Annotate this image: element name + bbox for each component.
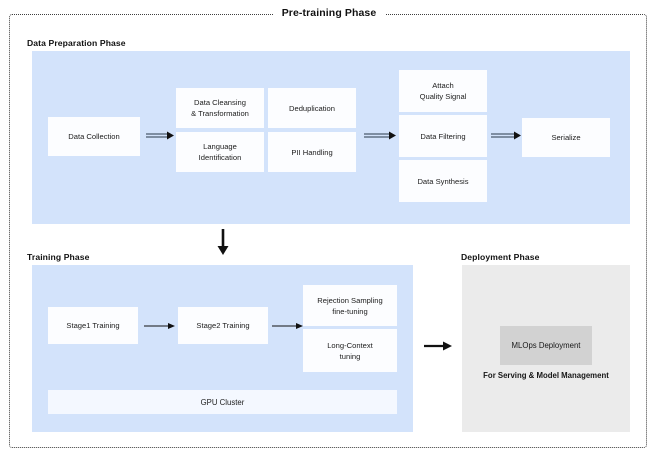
pre-training-phase-title: Pre-training Phase <box>0 7 658 19</box>
arrow-filtering-to-serialize <box>491 130 523 142</box>
node-data-cleansing-transformation-label: Data Cleansing & Transformation <box>191 98 249 118</box>
node-data-filtering[interactable]: Data Filtering <box>399 115 487 157</box>
node-attach-quality-signal[interactable]: Attach Quality Signal <box>399 70 487 112</box>
node-deduplication[interactable]: Deduplication <box>268 88 356 128</box>
node-stage2-training[interactable]: Stage2 Training <box>178 307 268 344</box>
node-attach-quality-signal-label: Attach Quality Signal <box>419 81 467 101</box>
node-pii-handling[interactable]: PII Handling <box>268 132 356 172</box>
node-data-cleansing-transformation[interactable]: Data Cleansing & Transformation <box>176 88 264 128</box>
node-gpu-cluster[interactable]: GPU Cluster <box>48 390 397 414</box>
pre-training-phase-title-text: Pre-training Phase <box>272 7 386 19</box>
arrow-prep-to-training <box>214 229 232 257</box>
node-rejection-sampling-fine-tuning[interactable]: Rejection Sampling fine-tuning <box>303 285 397 326</box>
arrow-stage2-to-finetuning <box>272 321 304 331</box>
node-data-synthesis[interactable]: Data Synthesis <box>399 160 487 202</box>
deployment-caption: For Serving & Model Management <box>483 371 609 380</box>
node-serialize[interactable]: Serialize <box>522 118 610 157</box>
node-mlops-deployment[interactable]: MLOps Deployment <box>500 326 592 365</box>
data-preparation-phase-label: Data Preparation Phase <box>27 38 126 48</box>
training-phase-label: Training Phase <box>27 252 90 262</box>
deployment-phase-label: Deployment Phase <box>461 252 540 262</box>
arrow-collection-to-cleansing <box>146 130 176 142</box>
node-language-identification-label: Language Identification <box>198 142 242 162</box>
node-rejection-sampling-fine-tuning-label: Rejection Sampling fine-tuning <box>317 295 383 316</box>
node-data-collection[interactable]: Data Collection <box>48 117 140 156</box>
node-language-identification[interactable]: Language Identification <box>176 132 264 172</box>
arrow-grid-to-filtering <box>364 130 398 142</box>
node-long-context-tuning-label: Long-Context tuning <box>327 340 373 361</box>
arrow-training-to-deployment <box>424 340 454 352</box>
node-stage1-training[interactable]: Stage1 Training <box>48 307 138 344</box>
arrow-stage1-to-stage2 <box>144 321 176 331</box>
node-long-context-tuning[interactable]: Long-Context tuning <box>303 329 397 372</box>
